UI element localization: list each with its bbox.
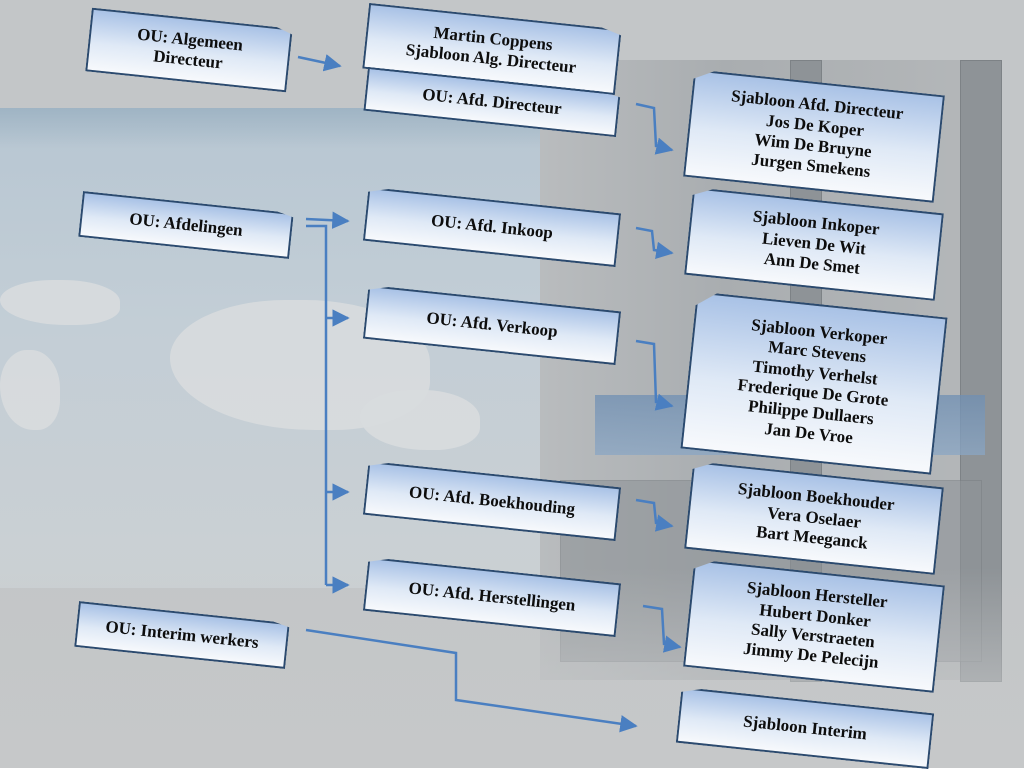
ou-afd-herstellingen-label: OU: Afd. Herstellingen	[407, 578, 577, 615]
template-verkoper[interactable]: Sjabloon Verkoper Marc Stevens Timothy V…	[680, 291, 947, 474]
connector-inkoop-to-template	[635, 226, 674, 260]
background-map-landmass	[360, 390, 480, 450]
template-verkoper-label: Sjabloon Verkoper Marc Stevens Timothy V…	[736, 315, 890, 448]
ou-afdelingen-label: OU: Afdelingen	[128, 208, 244, 240]
connector-boekhouding-to-template	[635, 498, 674, 532]
template-alg-directeur-label: Martin Coppens Sjabloon Alg. Directeur	[404, 22, 578, 77]
template-afd-directeur-label: Sjabloon Afd. Directeur Jos De Koper Wim…	[730, 86, 905, 182]
connector-herstellingen-to-template	[642, 604, 682, 653]
template-inkoper-label: Sjabloon Inkoper Lieven De Wit Ann De Sm…	[752, 206, 881, 279]
background-map-landmass	[0, 350, 60, 430]
connector-algemeen-to-template	[297, 54, 342, 72]
template-boekhouder-label: Sjabloon Boekhouder Vera Oselaer Bart Me…	[736, 479, 896, 553]
ou-afd-boekhouding-label: OU: Afd. Boekhouding	[408, 482, 576, 519]
connector-verkoop-to-template	[635, 339, 674, 411]
connector-directeur-to-template	[635, 102, 674, 155]
ou-interim-werkers-label: OU: Interim werkers	[104, 616, 260, 652]
template-interim-label: Sjabloon Interim	[742, 711, 868, 744]
connector-interim-to-template	[305, 628, 638, 733]
template-hersteller-label: Sjabloon Hersteller Hubert Donker Sally …	[742, 578, 889, 673]
ou-afd-directeur-label: OU: Afd. Directeur	[421, 84, 563, 119]
background-map-landmass	[0, 280, 120, 325]
connector-afdelingen-trunk	[306, 224, 328, 585]
connector-afdelingen-to-inkoop	[305, 211, 350, 229]
ou-afd-inkoop-label: OU: Afd. Inkoop	[430, 210, 554, 243]
ou-afd-verkoop-label: OU: Afd. Verkoop	[425, 307, 559, 341]
ou-algemeen-directeur-label: OU: Algemeen Directeur	[136, 24, 244, 73]
